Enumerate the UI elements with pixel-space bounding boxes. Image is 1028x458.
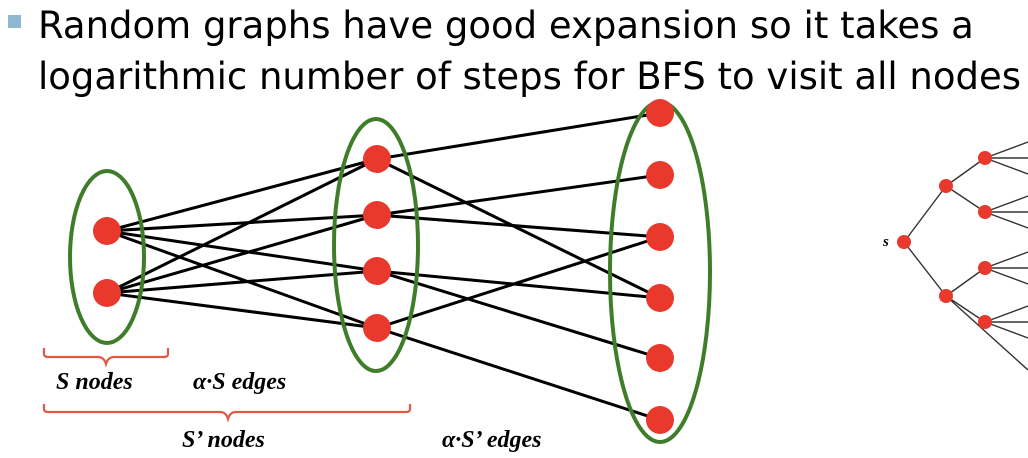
- tree-node: [978, 205, 992, 219]
- next-level-node: [646, 344, 674, 372]
- s-prime-node: [363, 314, 391, 342]
- s-nodes-label: S nodes: [56, 369, 133, 395]
- tree-node: [939, 289, 953, 303]
- graph-nodes: [93, 99, 674, 434]
- tree-edge: [945, 295, 986, 323]
- tree-edge: [984, 157, 1028, 175]
- tree-edge: [984, 251, 1028, 269]
- graph-edge: [376, 326, 661, 422]
- tree-edge: [984, 267, 1028, 285]
- bullet-marker: [8, 15, 21, 28]
- tree-root-label: s: [882, 234, 889, 250]
- graph-edges: [106, 111, 661, 422]
- tree-node: [978, 151, 992, 165]
- tree-edge: [984, 195, 1028, 213]
- next-level-node: [646, 223, 674, 251]
- s-prime-nodes-brace: [42, 404, 412, 423]
- graph-edge: [106, 213, 378, 233]
- alpha-s-edges-label: α·S edges: [193, 369, 286, 395]
- s-node: [93, 217, 121, 245]
- next-level-node: [646, 161, 674, 189]
- tree-edge: [984, 321, 1028, 339]
- graph-edge: [376, 235, 661, 330]
- tree-edge: [945, 185, 986, 213]
- tree-node: [939, 179, 953, 193]
- next-level-node: [646, 406, 674, 434]
- next-level-node: [646, 99, 674, 127]
- alpha-s-prime-edges-label: α·S’ edges: [442, 427, 541, 453]
- tree-node: [978, 315, 992, 329]
- bfs-tree: [897, 141, 1028, 371]
- graph-edge: [376, 111, 661, 161]
- graph-edge: [106, 291, 378, 330]
- bullet-point: Random graphs have good expansion so it …: [0, 0, 1028, 120]
- s-nodes-ellipse: [68, 169, 146, 345]
- graph-edge: [106, 269, 378, 295]
- s-prime-node: [363, 257, 391, 285]
- s-prime-nodes-ellipse: [332, 117, 420, 373]
- graph-edge: [106, 229, 378, 273]
- tree-node: [978, 261, 992, 275]
- graph-edge: [376, 269, 661, 300]
- graph-edge: [106, 213, 378, 295]
- s-prime-node: [363, 145, 391, 173]
- tree-edge: [984, 305, 1028, 323]
- tree-edge: [984, 211, 1028, 229]
- tree-edge: [903, 241, 947, 297]
- next-level-ellipse: [608, 100, 712, 444]
- bullet-text-line-2: logarithmic number of steps for BFS to v…: [38, 55, 1022, 98]
- graph-edge: [376, 173, 661, 217]
- tree-edge: [945, 295, 1028, 371]
- s-nodes-brace: [42, 348, 170, 368]
- tree-edge: [903, 185, 947, 243]
- next-level-node: [646, 284, 674, 312]
- tree-edge: [945, 267, 986, 297]
- bullet-text: Random graphs have good expansion so it …: [38, 0, 1021, 102]
- tree-edge: [945, 157, 986, 187]
- graph-edge: [106, 157, 378, 233]
- s-prime-node: [363, 201, 391, 229]
- s-node: [93, 279, 121, 307]
- tree-edge: [984, 141, 1028, 159]
- graph-edge: [376, 157, 661, 300]
- graph-edge: [106, 157, 378, 295]
- bullet-text-line-1: Random graphs have good expansion so it …: [38, 4, 974, 47]
- tree-root-node: [897, 235, 911, 249]
- graph-edge: [106, 229, 378, 330]
- s-prime-nodes-label: S’ nodes: [182, 427, 265, 453]
